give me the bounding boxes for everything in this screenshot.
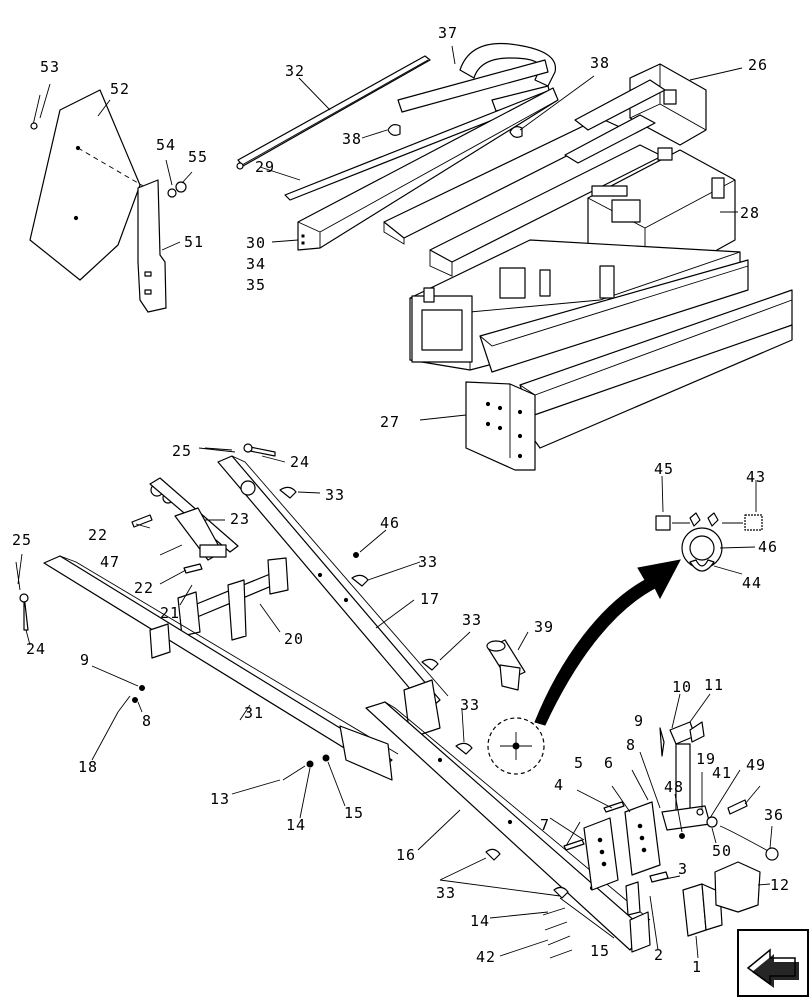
part-label-26: 26 xyxy=(748,56,768,74)
part-labels: 53 52 54 55 51 32 37 38 26 38 29 28 30 3… xyxy=(12,24,790,976)
part-label-49: 49 xyxy=(746,756,766,774)
part-label-55: 55 xyxy=(188,148,208,166)
part-label-44: 44 xyxy=(742,574,762,592)
part-label-19: 19 xyxy=(696,750,716,768)
part-label-38a: 38 xyxy=(590,54,610,72)
part-label-22b: 22 xyxy=(134,579,154,597)
part-label-15b: 15 xyxy=(590,942,610,960)
part-label-39: 39 xyxy=(534,618,554,636)
tongue-arm-31 xyxy=(43,555,399,781)
part-label-6: 6 xyxy=(604,754,614,772)
part-label-45: 45 xyxy=(654,460,674,478)
part-label-51: 51 xyxy=(184,233,204,251)
turnbuckle-assembly xyxy=(131,477,239,574)
part-label-48: 48 xyxy=(664,778,684,796)
part-label-25a: 25 xyxy=(172,442,192,460)
part-label-33c: 33 xyxy=(462,611,482,629)
part-label-22a: 22 xyxy=(88,526,108,544)
plates xyxy=(563,801,661,891)
part-label-46b: 46 xyxy=(758,538,778,556)
part-label-27: 27 xyxy=(380,413,400,431)
part-label-43: 43 xyxy=(746,468,766,486)
part-label-10: 10 xyxy=(672,678,692,696)
part-label-3: 3 xyxy=(678,860,688,878)
part-label-50: 50 xyxy=(712,842,732,860)
part-label-47: 47 xyxy=(100,553,120,571)
frame-assembly xyxy=(236,42,793,471)
part-label-24b: 24 xyxy=(26,640,46,658)
part-label-11: 11 xyxy=(704,676,724,694)
part-label-23: 23 xyxy=(230,510,250,528)
part-label-33b: 33 xyxy=(418,553,438,571)
part-label-12: 12 xyxy=(770,876,790,894)
part-label-24a: 24 xyxy=(290,453,310,471)
small-hardware xyxy=(15,443,573,959)
part-label-32: 32 xyxy=(285,62,305,80)
part-label-2: 2 xyxy=(654,946,664,964)
part-label-33a: 33 xyxy=(325,486,345,504)
leader-lines xyxy=(17,45,773,959)
part-label-9a: 9 xyxy=(80,651,90,669)
part-label-18: 18 xyxy=(78,758,98,776)
tongue-tube-16 xyxy=(365,701,651,953)
part-label-1: 1 xyxy=(692,958,702,976)
part-label-33d: 33 xyxy=(460,696,480,714)
part-label-53: 53 xyxy=(40,58,60,76)
part-label-14b: 14 xyxy=(470,912,490,930)
part-label-33e: 33 xyxy=(436,884,456,902)
part-label-29: 29 xyxy=(255,158,275,176)
detail-arrow xyxy=(534,559,681,726)
part-label-25b: 25 xyxy=(12,531,32,549)
clevis-parts xyxy=(625,799,779,937)
part-label-31: 31 xyxy=(244,704,264,722)
part-label-21: 21 xyxy=(160,604,180,622)
part-label-13: 13 xyxy=(210,790,230,808)
part-label-41: 41 xyxy=(712,764,732,782)
part-label-20: 20 xyxy=(284,630,304,648)
part-label-28: 28 xyxy=(740,204,760,222)
hitch-detail xyxy=(655,512,763,572)
part-label-15a: 15 xyxy=(344,804,364,822)
part-label-36: 36 xyxy=(764,806,784,824)
part-label-8b: 8 xyxy=(626,736,636,754)
part-label-8a: 8 xyxy=(142,712,152,730)
part-label-9b: 9 xyxy=(634,712,644,730)
part-label-52: 52 xyxy=(110,80,130,98)
part-label-42: 42 xyxy=(476,948,496,966)
part-label-17: 17 xyxy=(420,590,440,608)
part-label-16: 16 xyxy=(396,846,416,864)
next-page-arrow-icon[interactable] xyxy=(737,929,809,997)
part-label-38b: 38 xyxy=(342,130,362,148)
shield-assembly xyxy=(29,89,187,313)
part-label-7: 7 xyxy=(540,816,550,834)
part-label-4: 4 xyxy=(554,776,564,794)
part-label-37: 37 xyxy=(438,24,458,42)
part-label-30: 30 xyxy=(246,234,266,252)
jack-part-39 xyxy=(486,639,526,691)
part-label-34: 34 xyxy=(246,255,266,273)
part-label-35: 35 xyxy=(246,276,266,294)
mount-bracket xyxy=(177,557,289,641)
detail-circle xyxy=(487,717,545,775)
part-label-5: 5 xyxy=(574,754,584,772)
part-label-54: 54 xyxy=(156,136,176,154)
part-label-46a: 46 xyxy=(380,514,400,532)
part-label-14a: 14 xyxy=(286,816,306,834)
